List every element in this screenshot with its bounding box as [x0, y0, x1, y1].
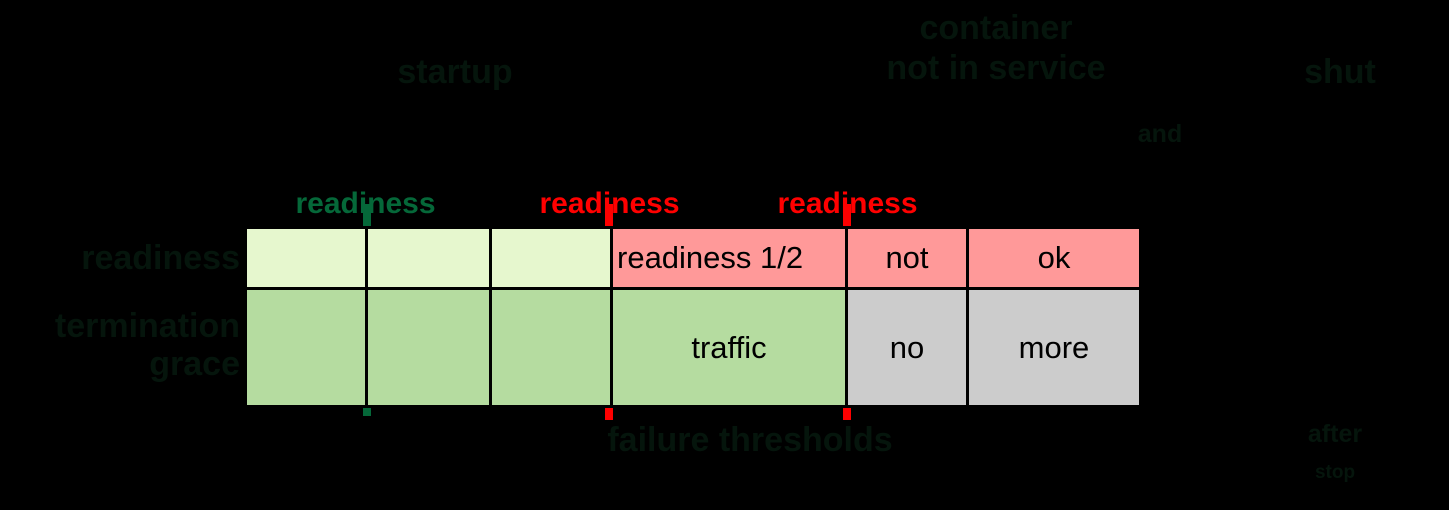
table-cell-r1c4-readiness-count: readiness 1/2	[610, 226, 848, 290]
state-table: readiness 1/2 not ok traffic no more	[244, 226, 1142, 408]
row-label-termination-line1: termination	[54, 307, 240, 345]
heading-center-top: startup	[397, 53, 513, 91]
table-cell-r2c4-traffic: traffic	[610, 287, 848, 408]
table-cell-r2c1	[244, 287, 368, 408]
heading-right-top-line1: container	[919, 9, 1073, 47]
table-cell-r1c5-not: not	[845, 226, 969, 290]
table-cell-r1c1	[244, 226, 368, 290]
row-label-readiness: readiness	[81, 239, 240, 277]
heading-far-right: shut	[1304, 53, 1376, 91]
axis-label-failure-thresholds: failure thresholds	[607, 421, 893, 459]
heading-right-top-line2: not in service	[886, 49, 1106, 87]
footer-note-line1: after	[1307, 420, 1363, 448]
table-cell-r2c2	[365, 287, 492, 408]
table-cell-r2c5-no: no	[845, 287, 969, 408]
footer-note-line2: stop	[1314, 462, 1356, 483]
marker-line-red-1-tail	[605, 408, 613, 420]
heading-right-top-line3: and	[1137, 120, 1183, 148]
table-cell-r1c3	[489, 226, 613, 290]
table-cell-r2c3	[489, 287, 613, 408]
table-cell-r2c6-more: more	[966, 287, 1142, 408]
table-cell-r1c2	[365, 226, 492, 290]
marker-line-red-2-tail	[843, 408, 851, 420]
row-label-termination-line2: grace	[149, 345, 240, 383]
table-cell-r1c6-ok: ok	[966, 226, 1142, 290]
marker-line-green-tail	[363, 404, 371, 416]
